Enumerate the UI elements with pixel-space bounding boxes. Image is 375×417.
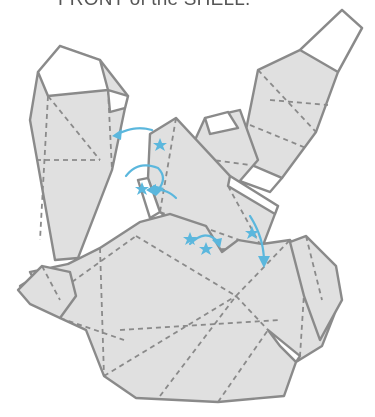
left-tall-piece — [30, 46, 128, 260]
curved-arrow-icon — [118, 128, 152, 134]
